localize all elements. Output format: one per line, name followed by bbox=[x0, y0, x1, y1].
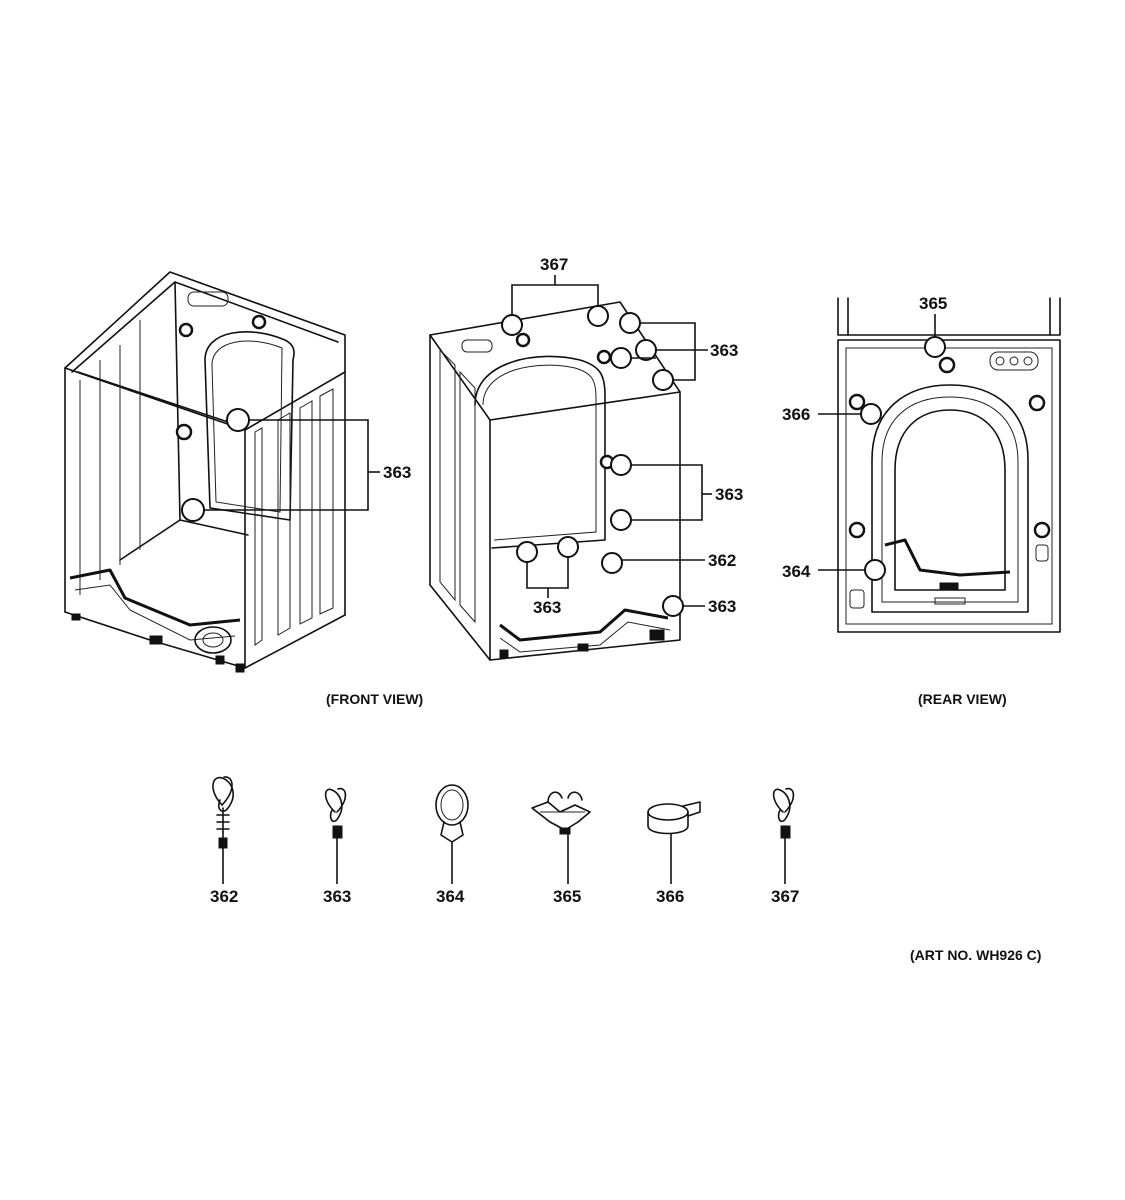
part-label-364: 364 bbox=[436, 887, 465, 906]
part-363-clip bbox=[324, 787, 347, 884]
callout-367-center: 367 bbox=[540, 255, 568, 274]
center-leaders bbox=[511, 275, 712, 607]
callout-366-rear: 366 bbox=[782, 405, 810, 424]
part-365-bracket-clip bbox=[531, 791, 591, 884]
rear-view-panel bbox=[837, 297, 1061, 633]
part-362-clip bbox=[212, 776, 234, 884]
callout-365-rear: 365 bbox=[919, 294, 947, 313]
rear-view-caption: (REAR VIEW) bbox=[918, 691, 1007, 707]
part-label-362: 362 bbox=[210, 887, 238, 906]
callout-364-rear: 364 bbox=[782, 562, 811, 581]
callout-363-center-right: 363 bbox=[708, 597, 736, 616]
part-366-band-clamp bbox=[647, 801, 701, 884]
part-367-clip bbox=[772, 787, 795, 884]
part-label-365: 365 bbox=[553, 887, 581, 906]
front-view-cabinet bbox=[64, 271, 346, 673]
callout-363-center-top: 363 bbox=[710, 341, 738, 360]
callout-362-center: 362 bbox=[708, 551, 736, 570]
callout-363-center-bottom: 363 bbox=[533, 598, 561, 617]
callout-363-front: 363 bbox=[383, 463, 411, 482]
part-364-ring-clip bbox=[435, 784, 469, 884]
part-label-363: 363 bbox=[323, 887, 351, 906]
rear-leaders bbox=[818, 314, 936, 571]
art-number-caption: (ART NO. WH926 C) bbox=[910, 947, 1041, 963]
callout-363-center-mid: 363 bbox=[715, 485, 743, 504]
part-label-366: 366 bbox=[656, 887, 684, 906]
front-view-caption: (FRONT VIEW) bbox=[326, 691, 423, 707]
center-view-cabinet bbox=[429, 301, 684, 661]
part-label-367: 367 bbox=[771, 887, 799, 906]
front-363-leaders bbox=[204, 419, 380, 511]
